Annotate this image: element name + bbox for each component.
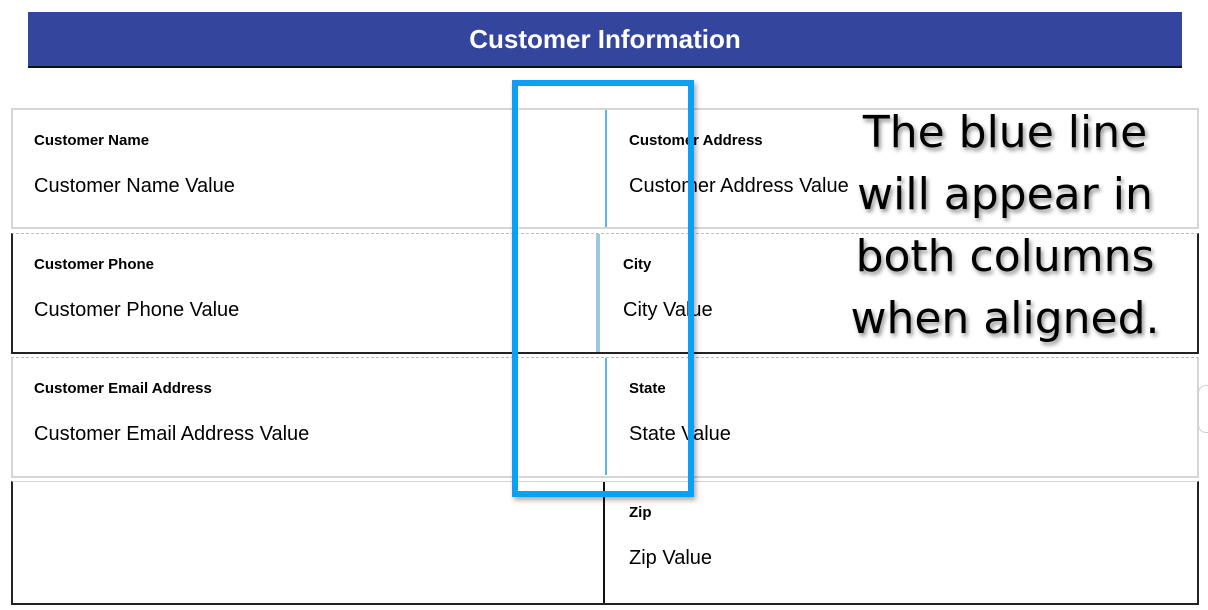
state-label: State	[629, 380, 666, 397]
annotation-callout: The blue line will appear in both column…	[850, 107, 1160, 344]
zip-value: Zip Value	[629, 547, 713, 569]
customer-email-label: Customer Email Address	[34, 380, 212, 397]
customer-email-field[interactable]: Customer Email Address Customer Email Ad…	[34, 380, 309, 446]
customer-name-label: Customer Name	[34, 132, 150, 149]
form-row-1: Customer Name Customer Name Value Custom…	[11, 108, 1199, 229]
customer-email-value: Customer Email Address Value	[34, 423, 310, 445]
customer-address-field[interactable]: Customer Address Customer Address Value	[629, 132, 849, 198]
column-divider-row-1	[605, 110, 607, 227]
city-label: City	[623, 256, 652, 273]
state-field[interactable]: State State Value	[629, 380, 731, 446]
section-header: Customer Information	[28, 12, 1182, 68]
resize-handle[interactable]	[1198, 385, 1208, 433]
section-title: Customer Information	[469, 23, 741, 54]
form-row-2: Customer Phone Customer Phone Value City…	[11, 233, 1199, 354]
column-divider-row-2	[596, 234, 600, 352]
customer-phone-field[interactable]: Customer Phone Customer Phone Value	[34, 256, 239, 322]
zip-field[interactable]: Zip Zip Value	[629, 504, 712, 570]
column-divider-row-4	[603, 482, 605, 603]
form-row-4: Zip Zip Value	[11, 481, 1199, 605]
customer-name-field[interactable]: Customer Name Customer Name Value	[34, 132, 235, 198]
customer-address-value: Customer Address Value	[629, 175, 849, 197]
customer-name-value: Customer Name Value	[34, 175, 235, 197]
zip-label: Zip	[629, 504, 652, 521]
highlight-rectangle	[512, 80, 694, 497]
column-divider-row-3	[605, 358, 607, 475]
state-value: State Value	[629, 423, 731, 445]
customer-phone-label: Customer Phone	[34, 256, 155, 273]
customer-phone-value: Customer Phone Value	[34, 299, 240, 321]
customer-address-label: Customer Address	[629, 132, 763, 149]
